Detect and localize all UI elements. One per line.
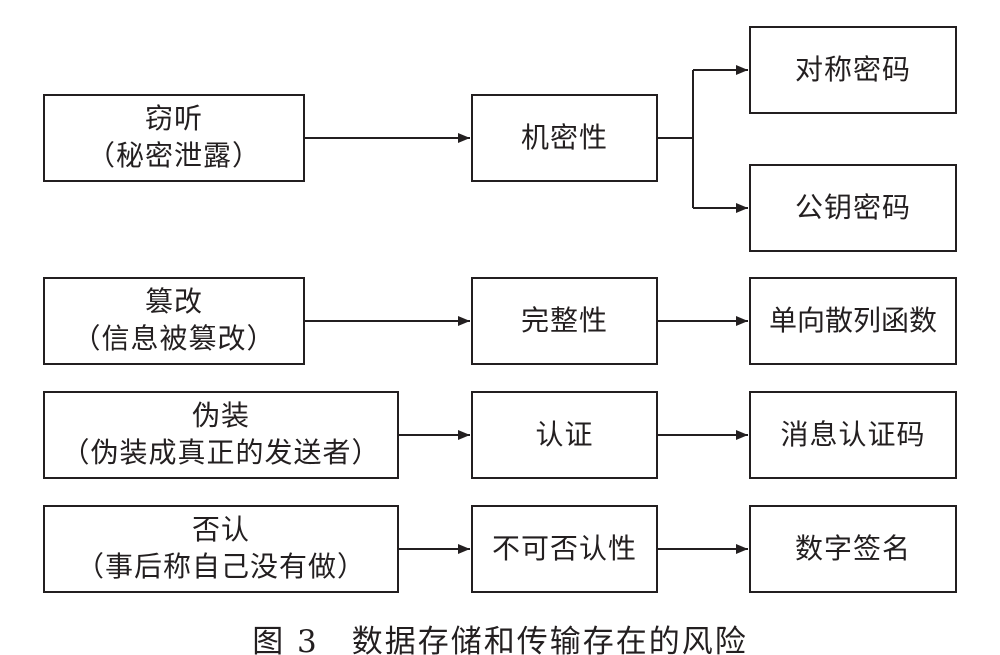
property-label: 机密性 bbox=[520, 120, 608, 154]
threat-desc: （事后称自己没有做） bbox=[75, 550, 366, 583]
technique-box-hash-function: 单向散列函数 bbox=[749, 277, 957, 365]
threat-name: 否认 bbox=[191, 513, 250, 547]
threat-box-eavesdrop: 窃听 （秘密泄露） bbox=[43, 94, 305, 182]
threat-desc: （秘密泄露） bbox=[86, 139, 261, 172]
technique-label: 数字签名 bbox=[794, 531, 911, 565]
technique-box-digital-signature: 数字签名 bbox=[749, 505, 957, 593]
technique-label: 消息认证码 bbox=[780, 417, 926, 451]
threat-name: 窃听 bbox=[144, 102, 203, 136]
technique-label: 对称密码 bbox=[794, 52, 911, 86]
technique-box-mac: 消息认证码 bbox=[749, 391, 957, 479]
property-label: 不可否认性 bbox=[491, 531, 637, 565]
threat-box-spoof: 伪装 （伪装成真正的发送者） bbox=[43, 391, 399, 479]
figure-caption: 图 3 数据存储和传输存在的风险 bbox=[252, 624, 748, 655]
property-box-confidentiality: 机密性 bbox=[471, 94, 658, 182]
technique-box-symmetric-cipher: 对称密码 bbox=[749, 26, 957, 114]
threat-desc: （信息被篡改） bbox=[72, 322, 276, 355]
property-box-nonrepudiation: 不可否认性 bbox=[471, 505, 658, 593]
threat-name: 篡改 bbox=[144, 285, 203, 319]
property-label: 完整性 bbox=[520, 303, 608, 337]
property-box-integrity: 完整性 bbox=[471, 277, 658, 365]
property-box-authentication: 认证 bbox=[471, 391, 658, 479]
technique-label: 公钥密码 bbox=[794, 190, 911, 224]
threat-box-repudiation: 否认 （事后称自己没有做） bbox=[43, 505, 399, 593]
technique-label: 单向散列函数 bbox=[768, 303, 937, 337]
threat-desc: （伪装成真正的发送者） bbox=[61, 436, 381, 469]
property-label: 认证 bbox=[535, 417, 594, 451]
threat-name: 伪装 bbox=[191, 399, 250, 433]
technique-box-public-key-cipher: 公钥密码 bbox=[749, 164, 957, 252]
threat-box-tamper: 篡改 （信息被篡改） bbox=[43, 277, 305, 365]
